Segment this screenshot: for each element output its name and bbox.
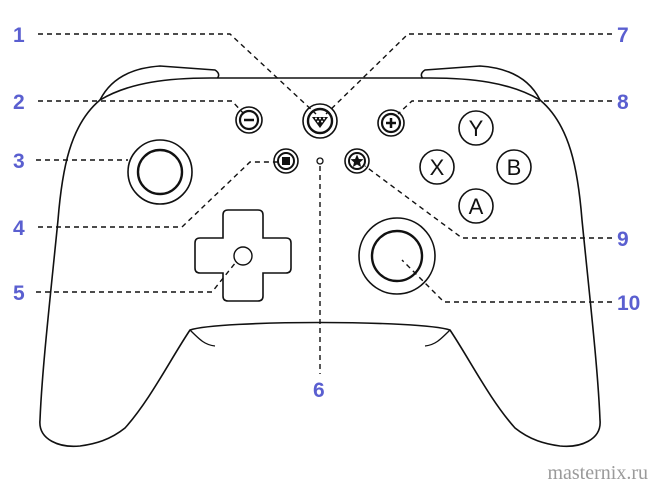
callout-1: 1: [13, 24, 25, 47]
callout-7: 7: [617, 24, 629, 47]
left-stick: [127, 139, 193, 205]
leader-9: [364, 165, 612, 239]
callout-8: 8: [617, 91, 629, 114]
dpad: [194, 209, 292, 302]
watermark: masternix.ru: [547, 462, 648, 484]
home-logo-icon: [312, 117, 328, 128]
callout-5: 5: [13, 282, 25, 305]
leader-5: [36, 261, 237, 293]
right-stick: [358, 217, 436, 295]
minus-button: [235, 106, 263, 134]
callout-numbers: 1 2 3 4 5 6 7 8 9 10: [13, 24, 640, 402]
callout-4: 4: [13, 217, 25, 240]
svg-text:X: X: [430, 155, 445, 180]
callout-2: 2: [13, 91, 25, 114]
callout-6: 6: [313, 379, 325, 402]
star-icon: [350, 154, 364, 167]
leader-1: [38, 33, 317, 115]
capture-button: [273, 148, 299, 174]
svg-text:A: A: [469, 194, 484, 219]
turbo-star-button: [344, 148, 370, 174]
face-button-y: Y: [458, 110, 494, 146]
leader-10: [401, 259, 612, 303]
svg-text:B: B: [507, 155, 522, 180]
plus-button: [377, 109, 405, 137]
face-button-a: A: [458, 188, 494, 224]
callout-9: 9: [617, 228, 629, 251]
face-button-b: B: [496, 149, 532, 185]
callout-10: 10: [617, 292, 640, 315]
dpad-center: [233, 246, 253, 266]
grip-inner-left: [189, 329, 216, 347]
leader-2: [38, 100, 245, 115]
leader-7: [325, 33, 612, 115]
grip-inner-right: [424, 329, 451, 347]
svg-text:Y: Y: [469, 116, 484, 141]
leader-4: [38, 161, 278, 228]
face-button-x: X: [419, 149, 455, 185]
callout-3: 3: [13, 150, 25, 173]
leader-lines: [36, 33, 612, 374]
leader-8: [397, 100, 612, 115]
led-indicator: [316, 157, 324, 165]
